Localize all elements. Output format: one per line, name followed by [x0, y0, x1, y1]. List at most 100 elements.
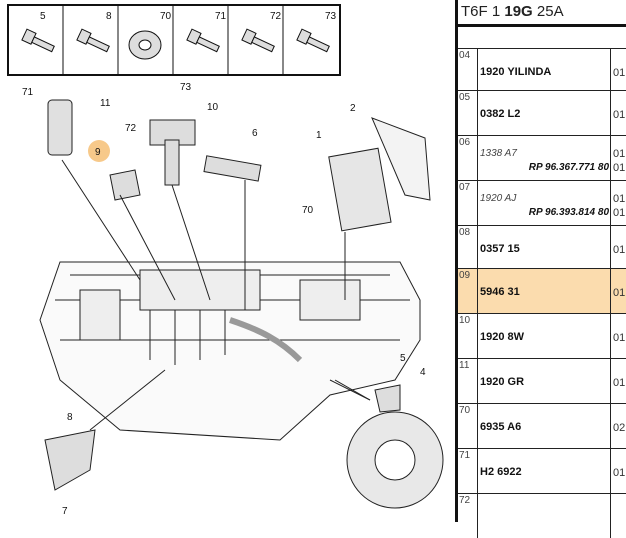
- replacement-part-number: RP 96.367.771 80: [528, 162, 609, 173]
- column-divider: [610, 494, 611, 538]
- column-divider: [610, 91, 611, 135]
- part-number: 6935 A6: [480, 421, 522, 433]
- column-divider: [610, 449, 611, 493]
- hardware-labels: 5 8 70 71 72 73: [40, 11, 337, 22]
- callout-7: 7: [62, 506, 68, 517]
- row-code: 06: [459, 137, 471, 148]
- parts-row[interactable]: 08 0357 15 01: [458, 225, 626, 270]
- part-number: 1338 A7: [480, 148, 517, 159]
- hardware-label-70: 70: [160, 11, 172, 22]
- column-divider: [477, 269, 478, 313]
- row-code: 04: [459, 50, 471, 61]
- column-divider: [477, 226, 478, 270]
- row-code: 07: [459, 182, 471, 193]
- callout-71: 71: [22, 87, 34, 98]
- callout-11: 11: [100, 98, 111, 109]
- column-divider: [477, 91, 478, 135]
- quantity: 01: [613, 148, 626, 160]
- column-divider: [610, 136, 611, 180]
- part-number: 0382 L2: [480, 108, 521, 120]
- bolt-icon: [296, 28, 330, 53]
- model-header: T6F 1 19G 25A: [458, 0, 626, 27]
- column-divider: [610, 49, 611, 93]
- parts-row[interactable]: 05 0382 L2 01: [458, 90, 626, 135]
- callout-72: 72: [125, 123, 137, 134]
- hardware-parts: [21, 28, 330, 60]
- column-divider: [477, 449, 478, 493]
- quantity: 01: [613, 109, 626, 121]
- callout-1: 1: [316, 130, 322, 141]
- bolt-icon: [241, 28, 275, 53]
- column-divider: [610, 314, 611, 358]
- column-divider: [477, 404, 478, 448]
- hardware-label-5: 5: [40, 11, 46, 22]
- parts-row[interactable]: 10 1920 8W 01: [458, 313, 626, 358]
- column-divider: [477, 359, 478, 403]
- part-number: 5946 31: [480, 286, 520, 298]
- header-bold: 19G: [504, 3, 533, 20]
- quantity: 02: [613, 422, 626, 434]
- parts-row[interactable]: 04 1920 YILINDA 01: [458, 48, 626, 93]
- column-divider: [610, 404, 611, 448]
- callout-70: 70: [302, 205, 314, 216]
- parts-row[interactable]: 70 6935 A6 02: [458, 403, 626, 448]
- hardware-box: [7, 4, 341, 76]
- part-number: 1920 8W: [480, 331, 525, 343]
- column-divider: [610, 181, 611, 225]
- quantity: 01: [613, 244, 626, 256]
- row-code: 70: [459, 405, 471, 416]
- column-divider: [477, 49, 478, 93]
- row-code: 08: [459, 227, 471, 238]
- quantity: 01: [613, 67, 626, 79]
- quantity: 01: [613, 193, 626, 205]
- parts-row[interactable]: 09 5946 31 01: [458, 268, 626, 313]
- part-number: 0357 15: [480, 243, 520, 255]
- column-divider: [610, 226, 611, 270]
- callout-73: 73: [180, 82, 192, 93]
- row-code: 05: [459, 92, 471, 103]
- quantity: 01: [613, 332, 626, 344]
- bolt-icon: [76, 28, 110, 53]
- bolt-icon: [21, 28, 55, 53]
- quantity: 01: [613, 467, 626, 479]
- parts-row[interactable]: 06 1338 A7 01 RP 96.367.771 80 01: [458, 135, 626, 180]
- hardware-label-8: 8: [106, 11, 112, 22]
- column-divider: [477, 314, 478, 358]
- callout-8: 8: [67, 412, 73, 423]
- callout-5: 5: [400, 353, 406, 364]
- part-number: 1920 AJ: [480, 193, 517, 204]
- engine-illustration: [39, 99, 444, 509]
- replacement-quantity: 01: [613, 162, 626, 174]
- replacement-quantity: 01: [613, 207, 626, 219]
- row-code: 72: [459, 495, 471, 506]
- hardware-label-71: 71: [215, 11, 227, 22]
- column-divider: [477, 181, 478, 225]
- column-divider: [610, 269, 611, 313]
- quantity: 01: [613, 287, 626, 299]
- header-suffix: 25A: [536, 3, 564, 20]
- highlight-callout-9: [88, 140, 110, 162]
- column-divider: [477, 494, 478, 538]
- row-code: 11: [459, 360, 470, 371]
- parts-row[interactable]: 72: [458, 493, 626, 538]
- column-divider: [477, 136, 478, 180]
- part-number: 1920 YILINDA: [480, 66, 552, 78]
- bolt-icon: [128, 30, 162, 60]
- bolt-icon: [186, 28, 220, 53]
- part-number: H2 6922: [480, 466, 522, 478]
- callout-4: 4: [420, 367, 426, 378]
- hardware-label-72: 72: [270, 11, 282, 22]
- header-prefix: T6F 1: [461, 3, 501, 20]
- callout-2: 2: [350, 103, 356, 114]
- hardware-label-73: 73: [325, 11, 337, 22]
- callout-9: 9: [95, 147, 101, 158]
- row-code: 10: [459, 315, 471, 326]
- callout-10: 10: [207, 102, 219, 113]
- row-code: 09: [459, 270, 471, 281]
- quantity: 01: [613, 377, 626, 389]
